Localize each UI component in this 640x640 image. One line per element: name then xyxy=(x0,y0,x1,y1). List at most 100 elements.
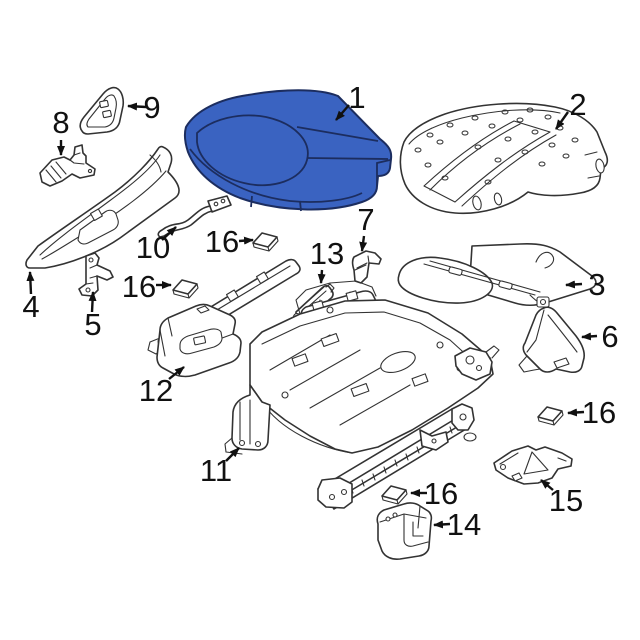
fold-lines xyxy=(518,309,578,373)
callout-arrow xyxy=(238,236,254,245)
callout-3: 3 xyxy=(565,267,606,302)
callout-label: 16 xyxy=(205,224,239,259)
callout-4: 4 xyxy=(22,271,40,324)
callout-label: 7 xyxy=(357,202,374,237)
hole xyxy=(220,198,226,204)
fastener-clip xyxy=(172,279,199,299)
callout-16-c: 16 xyxy=(567,395,616,430)
part-5-hinge-bracket xyxy=(78,252,114,297)
callout-14: 14 xyxy=(433,507,481,542)
callout-arrow xyxy=(168,366,185,380)
hole xyxy=(499,463,507,471)
recess-slot xyxy=(193,335,207,346)
mat-pad xyxy=(397,256,494,304)
wire-crimp xyxy=(448,266,463,276)
rim-line xyxy=(408,109,561,145)
end-cap xyxy=(207,195,232,213)
connector-pin xyxy=(539,298,547,306)
pan-oval xyxy=(380,350,416,374)
notch-lines xyxy=(584,151,600,179)
pin xyxy=(385,516,391,522)
callout-label: 14 xyxy=(447,507,481,542)
pin xyxy=(392,512,398,518)
pan-slot xyxy=(320,332,340,348)
callout-arrow xyxy=(433,520,451,529)
callout-label: 16 xyxy=(122,269,156,304)
part-3-heater-mat xyxy=(397,243,597,308)
front-left-leg xyxy=(231,384,271,451)
rail-front-foot xyxy=(317,477,353,509)
callout-arrow xyxy=(581,332,598,341)
callout-10: 10 xyxy=(136,226,177,265)
callout-arrow xyxy=(555,111,569,130)
outline xyxy=(351,250,382,284)
detail xyxy=(85,264,98,285)
pivot-hole xyxy=(465,355,475,365)
callout-arrow xyxy=(161,226,177,241)
callout-label: 1 xyxy=(348,80,365,115)
part-7-small-bracket xyxy=(351,250,382,284)
callout-label: 5 xyxy=(84,307,101,342)
callout-label: 15 xyxy=(549,483,583,518)
callout-label: 10 xyxy=(136,230,170,265)
callout-15: 15 xyxy=(540,479,583,518)
pan-ridges xyxy=(261,334,411,454)
ribs xyxy=(45,152,85,183)
callout-12: 12 xyxy=(139,366,185,408)
callout-16-d: 16 xyxy=(410,476,458,511)
outline xyxy=(25,145,180,269)
callout-label: 13 xyxy=(310,236,344,271)
callout-1: 1 xyxy=(335,80,366,121)
callout-arrow xyxy=(359,235,368,252)
outline xyxy=(399,102,609,215)
callout-arrow xyxy=(26,271,35,295)
detail xyxy=(86,94,117,128)
fastener-clip xyxy=(252,232,279,252)
callout-13: 13 xyxy=(310,236,344,284)
pan-slot xyxy=(411,373,429,387)
knob xyxy=(89,208,103,222)
callout-6: 6 xyxy=(581,319,619,354)
pivot-hole xyxy=(475,364,483,372)
outline xyxy=(39,144,96,187)
callout-9: 9 xyxy=(127,90,161,125)
roller xyxy=(463,432,477,442)
pan-slot xyxy=(291,353,309,367)
pan-hole xyxy=(436,341,444,349)
side-step xyxy=(250,159,391,212)
step-lines xyxy=(379,505,429,547)
part-14-track-end-cover xyxy=(376,502,433,560)
clip-tab xyxy=(511,472,523,482)
seat-pan xyxy=(249,299,494,454)
callout-7: 7 xyxy=(357,202,375,252)
fastener-clip xyxy=(381,485,408,505)
front-band-seam xyxy=(189,148,363,203)
part-10-cable-handle xyxy=(157,195,232,238)
callout-2: 2 xyxy=(555,87,587,130)
part-11-seat-frame-assembly xyxy=(224,280,500,510)
riser-arm xyxy=(485,345,500,359)
callout-label: 8 xyxy=(52,105,69,140)
callout-label: 9 xyxy=(143,90,160,125)
vent xyxy=(472,195,482,211)
part-15-rear-bracket xyxy=(493,445,573,485)
callout-arrow xyxy=(335,104,350,121)
tube-tab xyxy=(345,290,359,302)
callout-label: 16 xyxy=(424,476,458,511)
callout-arrow xyxy=(540,479,554,491)
callout-arrow xyxy=(127,102,147,111)
hole xyxy=(88,257,94,263)
foot-hole xyxy=(340,488,348,496)
detail xyxy=(354,255,370,271)
bolster-seam xyxy=(296,126,389,160)
pan-hole xyxy=(326,306,334,314)
pan-rim xyxy=(261,311,473,361)
wire-crimp xyxy=(498,280,513,290)
foot-hole xyxy=(459,413,467,421)
clip-slot xyxy=(99,99,109,109)
part-6-side-shield-right xyxy=(518,306,585,374)
callouts: 1 2 3 4 5 6 7 8 xyxy=(22,80,618,542)
callout-label: 3 xyxy=(588,267,605,302)
callout-label: 12 xyxy=(139,373,173,408)
callout-label: 6 xyxy=(601,319,618,354)
